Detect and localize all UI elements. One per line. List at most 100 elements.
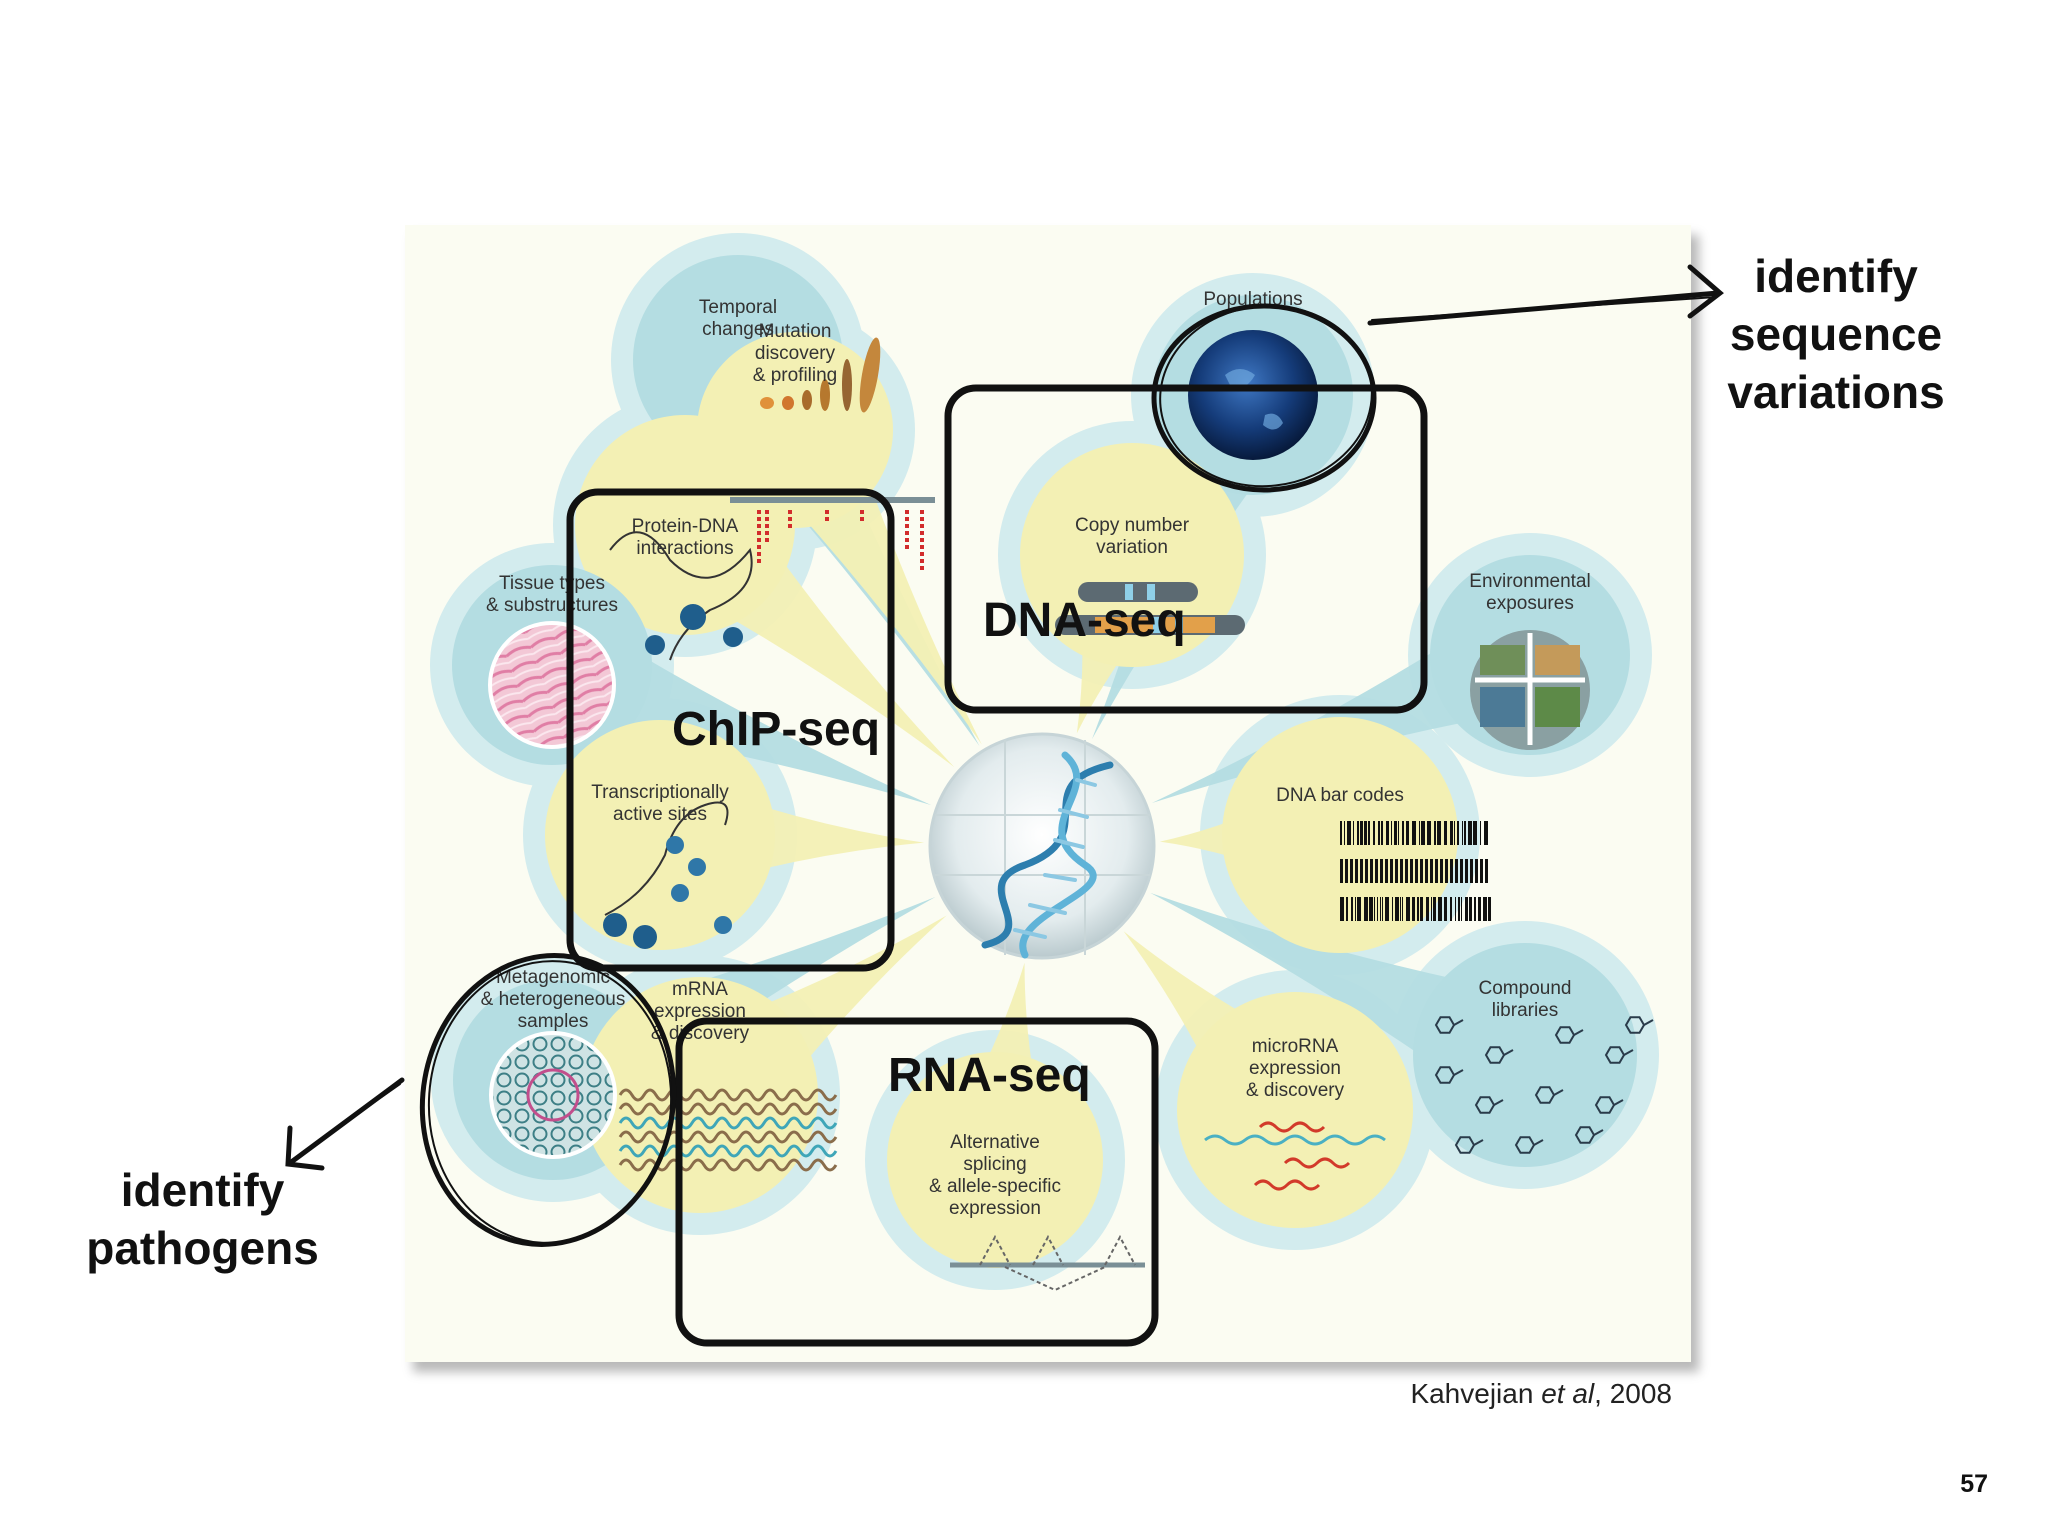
molecule-bond	[1623, 1049, 1634, 1056]
barcode-bar	[1415, 859, 1418, 883]
chip-seq-label: ChIP-seq	[672, 703, 881, 756]
barcode-bar	[1380, 897, 1381, 921]
barcode-bar	[1405, 859, 1408, 883]
barcodes-caption-line: DNA bar codes	[1276, 785, 1404, 806]
barcode-bar	[1375, 859, 1378, 883]
citation-author: Kahvejian	[1410, 1378, 1534, 1409]
barcode-icon	[1340, 821, 1491, 921]
barcode-bar	[1402, 897, 1403, 921]
barcode-bar	[1355, 859, 1358, 883]
mutation-dot	[920, 524, 924, 528]
mutation-dot	[860, 517, 864, 521]
barcode-bar	[1355, 897, 1356, 921]
mutation-dot	[765, 510, 769, 514]
molecule-bond	[1533, 1139, 1544, 1146]
barcode-bar	[1483, 897, 1487, 921]
barcode-bar	[1465, 897, 1468, 921]
compound-caption-line: Compound	[1479, 978, 1572, 999]
barcode-bar	[1461, 897, 1462, 921]
tissue-caption-line: & substructures	[486, 595, 618, 616]
tissue-caption-line: Tissue types	[499, 573, 605, 594]
barcode-bar	[1347, 821, 1351, 845]
molecule-bond	[1613, 1099, 1624, 1106]
mutation-dot	[757, 531, 761, 535]
barcode-bar	[1351, 897, 1353, 921]
barcode-bar	[1457, 821, 1459, 845]
barcode-bar	[1421, 821, 1425, 845]
barcode-bar	[1460, 859, 1463, 883]
mutation-dot	[757, 517, 761, 521]
barcode-bar	[1406, 897, 1410, 921]
barcode-bar	[1364, 821, 1367, 845]
barcode-bar	[1435, 859, 1438, 883]
metagenomic-caption-line: & heterogeneous	[481, 989, 626, 1010]
molecule-ring	[1554, 1026, 1576, 1044]
barcode-bar	[1445, 859, 1448, 883]
mrna-caption-line: & discovery	[651, 1023, 750, 1044]
barcode-bar	[1455, 859, 1458, 883]
mutation-dot	[920, 538, 924, 542]
barcode-bar	[1417, 897, 1419, 921]
barcode-bar	[1386, 821, 1389, 845]
barcode-bar	[1425, 859, 1428, 883]
arrow-to-pathogens	[285, 1077, 405, 1171]
barcode-bar	[1454, 821, 1455, 845]
transcriptional-caption-line: Transcriptionally	[591, 782, 729, 803]
mutation-dot	[765, 531, 769, 535]
barcode-bar	[1373, 821, 1375, 845]
mutation-dot	[757, 510, 761, 514]
molecule-ring	[1604, 1046, 1626, 1064]
alternative-caption-line: expression	[949, 1198, 1041, 1219]
mutation-dot	[905, 538, 909, 542]
alternative-caption-line: & allele-specific	[929, 1176, 1061, 1197]
barcode-bar	[1470, 859, 1473, 883]
tissue-micrograph-icon	[488, 621, 616, 749]
molecule-ring	[1574, 1126, 1596, 1144]
barcode-bar	[1395, 897, 1399, 921]
transcriptional-caption-line: active sites	[613, 804, 707, 825]
barcode-bar	[1390, 859, 1393, 883]
mutation-dot	[765, 524, 769, 528]
barcode-bar	[1480, 859, 1483, 883]
barcode-bar	[1412, 821, 1416, 845]
barcode-bar	[1385, 859, 1388, 883]
center-sphere	[928, 732, 1156, 960]
molecule-ring	[1534, 1086, 1556, 1104]
barcode-bar	[1357, 821, 1359, 845]
barcode-bar	[1365, 859, 1368, 883]
barcode-bar	[1345, 859, 1348, 883]
citation: Kahvejian et al, 2008	[1410, 1378, 1672, 1410]
mutation-dot	[905, 545, 909, 549]
barcode-bar	[1357, 897, 1361, 921]
barcode-bar	[1340, 897, 1344, 921]
citation-etal: et al	[1541, 1378, 1595, 1409]
compound-molecules-icon	[1434, 1016, 1654, 1154]
barcode-bar	[1444, 821, 1447, 845]
barcode-bar	[1368, 821, 1370, 845]
microrna-waves-icon	[1204, 1121, 1386, 1191]
barcode-bar	[1385, 897, 1389, 921]
mrna-caption-line: mRNA	[672, 979, 728, 1000]
barcode-bar	[1350, 859, 1353, 883]
barcode-bar	[1450, 859, 1453, 883]
molecule-bond	[1493, 1099, 1504, 1106]
figure-canvas: TemporalchangesPopulationsMutationdiscov…	[405, 225, 1691, 1362]
copy-number-caption-line: Copy number	[1075, 515, 1190, 536]
mutation-dot	[757, 545, 761, 549]
barcode-bar	[1420, 897, 1423, 921]
mutation-dot	[905, 524, 909, 528]
barcode-bar	[1410, 859, 1413, 883]
barcode-bar	[1382, 897, 1383, 921]
barcode-bar	[1419, 821, 1420, 845]
barcode-bar	[1440, 859, 1443, 883]
barcode-bar	[1380, 859, 1383, 883]
mutation-dot	[920, 552, 924, 556]
molecule-ring	[1474, 1096, 1496, 1114]
barcode-bar	[1433, 897, 1436, 921]
mutation-dot	[757, 559, 761, 563]
barcode-bar	[1395, 859, 1398, 883]
barcode-bar	[1392, 897, 1393, 921]
barcode-bar	[1346, 897, 1348, 921]
barcode-bar	[1364, 897, 1368, 921]
